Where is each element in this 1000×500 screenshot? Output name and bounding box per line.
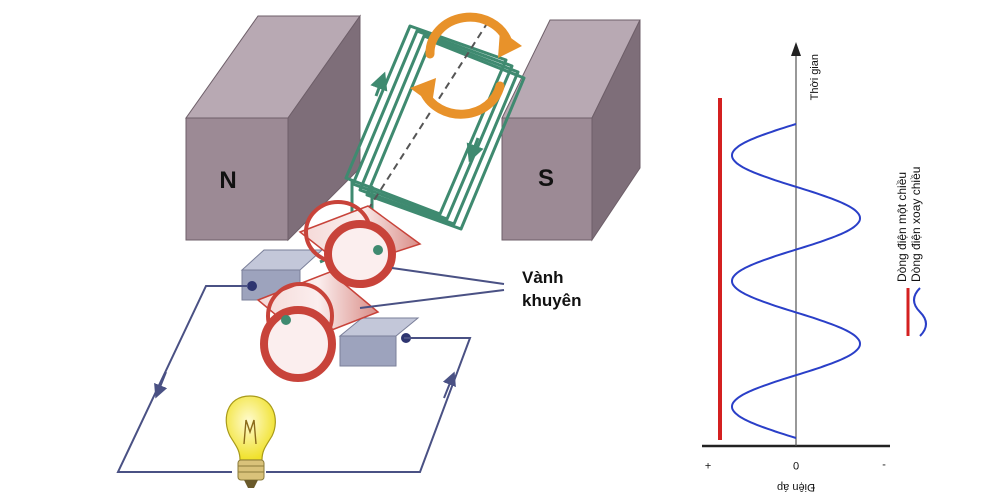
legend-ac-label: Dòng điện xoay chiều [909, 167, 923, 282]
legend-ac-swatch [913, 287, 927, 337]
slip-ring-label: Vành khuyên [359, 267, 582, 310]
slip-ring-label-line1: Vành [522, 268, 564, 287]
tick-zero: 0 [793, 459, 799, 471]
legend-dc-label: Dòng điện một chiều [895, 172, 909, 282]
voltage-axis-label: Điện áp [777, 481, 815, 493]
north-pole-label: N [219, 167, 236, 194]
time-axis-arrow-icon [791, 42, 801, 56]
north-magnet: N [185, 14, 361, 242]
light-bulb-icon [225, 395, 276, 488]
legend: Dòng điện một chiều Dòng điện xoay chiều [895, 167, 927, 337]
external-circuit [116, 285, 472, 473]
slip-rings [256, 200, 422, 382]
south-pole-label: S [538, 165, 554, 192]
ac-current-wave [730, 123, 862, 439]
slip-ring-label-line2: khuyên [522, 291, 582, 310]
rotation-arrow-icon [410, 12, 522, 119]
current-graph: + 0 - Điện áp Thời gian Dòng điện một ch… [702, 42, 927, 493]
south-magnet: S [501, 19, 641, 242]
tick-plus: + [705, 459, 711, 471]
brush-lower [338, 317, 420, 367]
time-axis-label: Thời gian [809, 54, 821, 100]
tick-minus: - [882, 459, 886, 471]
